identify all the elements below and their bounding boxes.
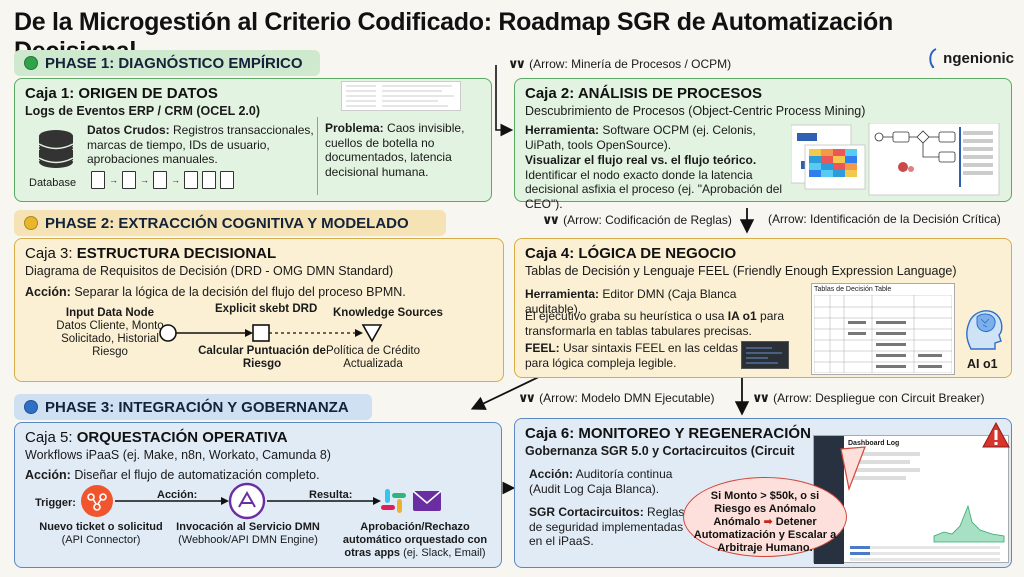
circuit-breaker-alert: Si Monto > $50k, o si Riesgo es Anómalo … — [683, 477, 847, 557]
problem-text: Problema: Caos invisible, cuellos de bot… — [325, 121, 465, 179]
alert-anomalo: Anómalo — [713, 516, 761, 528]
box-2-subtitle: Descubrimiento de Procesos (Object-Centr… — [525, 104, 866, 118]
box-5-orquestacion-operativa: Caja 5: ORQUESTACIÓN OPERATIVA Workflows… — [14, 422, 502, 568]
document-icon — [202, 171, 216, 189]
arrow-label-4: ∨∨(Arrow: Modelo DMN Ejecutable) — [518, 390, 715, 405]
alert-action: Detener Automatización y Escalar a Arbit… — [693, 516, 837, 554]
chevron-down-icon: ∨∨ — [518, 390, 536, 405]
trigger-description: Nuevo ticket o solicitud (API Connector) — [39, 521, 163, 546]
dashboard-title: Dashboard Log — [848, 440, 900, 447]
document-icon — [220, 171, 234, 189]
box-1-divider — [317, 117, 318, 195]
box-5-action: Acción: Diseñar el flujo de automatizaci… — [25, 468, 320, 482]
arrow-label-3: (Arrow: Identificación de la Decisión Cr… — [768, 212, 1001, 226]
box-4-logica-negocio: Caja 4: LÓGICA DE NEGOCIO Tablas de Deci… — [514, 238, 1012, 378]
slack-icon — [381, 489, 406, 513]
brand-swoosh-icon — [929, 48, 937, 68]
arrow-right-icon: ➡ — [763, 516, 773, 528]
box-6-action: Acción: Auditoría continua (Audit Log Ca… — [529, 467, 673, 496]
box-4-heading: Caja 4: LÓGICA DE NEGOCIO — [525, 245, 737, 262]
workflow-diagram — [81, 482, 442, 520]
document-icon — [91, 171, 105, 189]
box-1-heading: Caja 1: ORIGEN DE DATOS — [25, 85, 218, 102]
result-label: Resulta: — [309, 489, 353, 501]
email-icon — [412, 490, 442, 511]
box-2-tool-text: Herramienta: Software OCPM (ej. Celonis,… — [525, 123, 756, 152]
document-flow-icons: → → → — [91, 171, 234, 189]
database-icon — [37, 129, 75, 175]
box-3-estructura-decisional: Caja 3: ESTRUCTURA DECISIONAL Diagrama d… — [14, 238, 504, 382]
ai-head-icon — [961, 305, 1007, 353]
chevron-down-icon: ∨∨ — [542, 212, 560, 227]
box-6-heading: Caja 6: MONITOREO Y REGENERACIÓN — [525, 425, 811, 442]
arrow-label-1: ∨∨(Arrow: Minería de Procesos / OCPM) — [508, 56, 732, 71]
arrow-label-2: ∨∨(Arrow: Codificación de Reglas) — [542, 212, 732, 227]
brand-logo: ngenionic — [927, 48, 1014, 68]
box-4-tool-text: Herramienta: Editor DMN (Caja Blanca aud… — [525, 287, 737, 316]
box-1-origen-datos: Caja 1: ORIGEN DE DATOS Logs de Eventos … — [14, 78, 492, 202]
result-description: Aprobación/Rechazo automático orquestado… — [342, 521, 488, 559]
trigger-label: Trigger: — [35, 497, 76, 509]
warning-icon — [981, 421, 1011, 449]
process-mining-graphic — [790, 122, 1001, 197]
phase-1-label: PHASE 1: DIAGNÓSTICO EMPÍRICO — [45, 54, 303, 72]
box-4-feel-text: FEEL: Usar sintaxis FEEL en las celdas p… — [525, 341, 738, 370]
box-5-subtitle: Workflows iPaaS (ej. Make, n8n, Workato,… — [25, 448, 331, 462]
document-icon — [153, 171, 167, 189]
editor-thumbnail — [741, 341, 789, 369]
box-5-heading: Caja 5: ORQUESTACIÓN OPERATIVA — [25, 429, 288, 446]
alert-condition: Si Monto > $50k, o si Riesgo es Anómalo — [710, 490, 820, 515]
chevron-down-icon: ∨∨ — [752, 390, 770, 405]
box-6-monitoreo-regeneracion: Caja 6: MONITOREO Y REGENERACIÓN Goberna… — [514, 418, 1012, 568]
box-2-heading: Caja 2: ANÁLISIS DE PROCESOS — [525, 85, 763, 102]
phase-3-dot-icon — [24, 400, 38, 414]
box-2-analisis-procesos: Caja 2: ANÁLISIS DE PROCESOS Descubrimie… — [514, 78, 1012, 211]
box-6-subtitle: Gobernanza SGR 5.0 y Cortacircuitos (Cir… — [525, 444, 795, 458]
phase-1-dot-icon — [24, 56, 38, 70]
drd-diagram — [159, 324, 383, 343]
decision-table-graphic: Tablas de Decisión Table — [811, 283, 955, 375]
phase-2-label: PHASE 2: EXTRACCIÓN COGNITIVA Y MODELADO — [45, 214, 409, 232]
invoke-description: Invocación al Servicio DMN (Webhook/API … — [176, 521, 320, 546]
action-step-label: Acción: — [157, 489, 198, 501]
box-3-heading: Caja 3: ESTRUCTURA DECISIONAL — [25, 245, 277, 262]
arrow-1-line — [495, 65, 514, 137]
knowledge-sources-title: Knowledge Sources — [333, 307, 443, 319]
phase-2-header: PHASE 2: EXTRACCIÓN COGNITIVA Y MODELADO — [14, 210, 446, 236]
decision-node-label: Calcular Puntuación de Riesgo — [198, 345, 326, 370]
document-icon — [122, 171, 136, 189]
phase-1-header: PHASE 1: DIAGNÓSTICO EMPÍRICO — [14, 50, 320, 76]
chevron-down-icon: ∨∨ — [508, 56, 526, 71]
box-1-subtitle: Logs de Eventos ERP / CRM (OCEL 2.0) — [25, 104, 260, 118]
knowledge-sources-text: Política de Crédito Actualizada — [326, 345, 420, 370]
log-thumbnail — [341, 81, 461, 111]
box-6-sgr: SGR Cortacircuitos: Reglas de seguridad … — [529, 505, 685, 548]
box-3-action: Acción: Separar la lógica de la decisión… — [25, 285, 406, 299]
box-4-exec-text: El ejecutivo graba su heurística o usa I… — [525, 309, 785, 338]
brand-name: ngenionic — [943, 49, 1014, 67]
box-2-visual-text: Visualizar el flujo real vs. el flujo te… — [525, 153, 783, 211]
phase-2-dot-icon — [24, 216, 38, 230]
raw-data-text: Datos Crudos: Registros transaccionales,… — [87, 123, 314, 166]
box-4-subtitle: Tablas de Decisión y Lenguaje FEEL (Frie… — [525, 264, 957, 278]
arrow-label-5: ∨∨(Arrow: Despliegue con Circuit Breaker… — [752, 390, 985, 405]
box-3-subtitle: Diagrama de Requisitos de Decisión (DRD … — [25, 264, 394, 278]
document-icon — [184, 171, 198, 189]
phase-3-header: PHASE 3: INTEGRACIÓN Y GOBERNANZA — [14, 394, 372, 420]
phase-3-label: PHASE 3: INTEGRACIÓN Y GOBERNANZA — [45, 398, 349, 416]
database-label: Database — [29, 177, 77, 189]
input-data-node: Input Data Node Datos Cliente, Monto Sol… — [56, 307, 164, 358]
decision-table-title: Tablas de Decisión Table — [814, 286, 892, 293]
ai-label: AI o1 — [967, 357, 998, 371]
alert-pointer — [840, 446, 866, 509]
explicit-drd-label: Explicit skebt DRD — [215, 303, 318, 315]
